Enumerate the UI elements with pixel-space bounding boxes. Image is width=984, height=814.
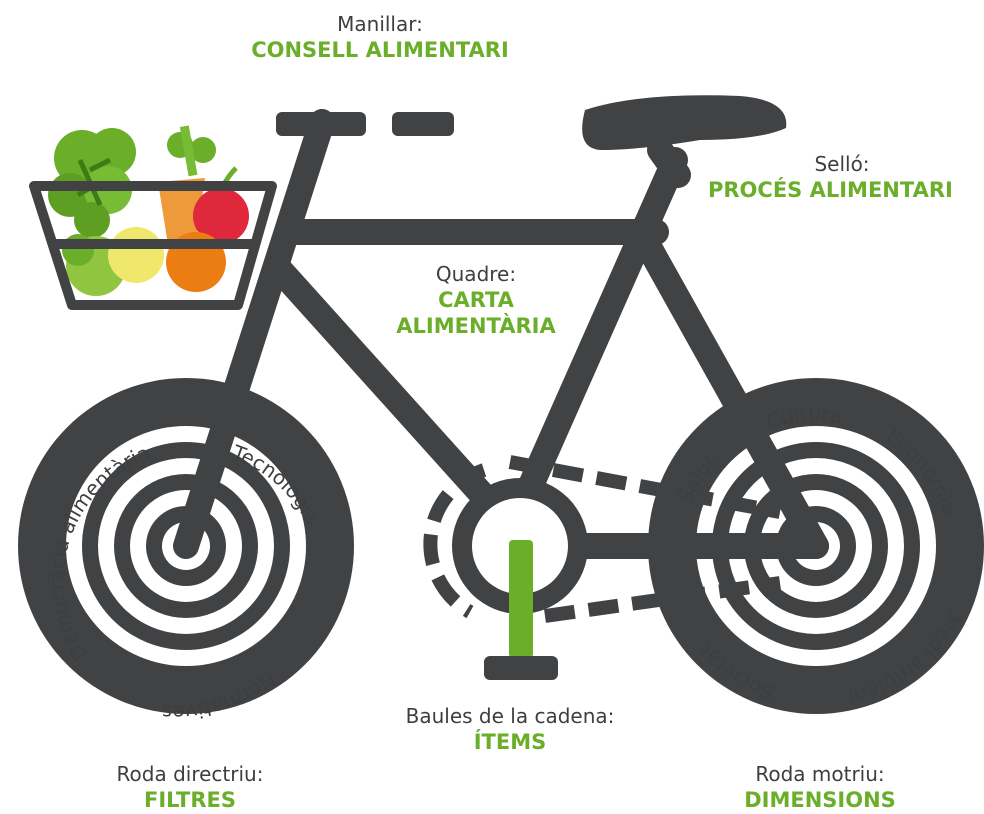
label-roda-motriu-caption: Roda motriu: bbox=[755, 762, 885, 786]
label-baules-value: ÍTEMS bbox=[473, 730, 547, 754]
label-roda-motriu: Roda motriu: DIMENSIONS bbox=[700, 762, 940, 813]
chain bbox=[423, 455, 782, 623]
basket bbox=[29, 181, 277, 310]
label-quadre-value-line1: CARTA bbox=[438, 288, 514, 312]
carrot-icon bbox=[158, 125, 216, 245]
label-roda-directriu: Roda directriu: FILTRES bbox=[70, 762, 310, 813]
label-baules-caption: Baules de la cadena: bbox=[405, 704, 615, 728]
vegetable-basket-icon bbox=[48, 125, 249, 296]
label-sello-caption: Selló: bbox=[814, 152, 870, 176]
label-manillar-value: CONSELL ALIMENTARI bbox=[251, 38, 509, 62]
label-manillar: Manillar: CONSELL ALIMENTARI bbox=[200, 12, 560, 63]
label-manillar-caption: Manillar: bbox=[337, 12, 423, 36]
label-quadre: Quadre: CARTA ALIMENTÀRIA bbox=[376, 262, 576, 340]
seat bbox=[582, 95, 787, 150]
label-roda-directriu-value: FILTRES bbox=[143, 788, 237, 812]
label-baules: Baules de la cadena: ÍTEMS bbox=[360, 704, 660, 755]
pedal-crank bbox=[509, 540, 533, 658]
label-roda-motriu-value: DIMENSIONS bbox=[744, 788, 896, 812]
pedal-icon bbox=[484, 656, 558, 680]
label-roda-directriu-caption: Roda directriu: bbox=[116, 762, 264, 786]
label-sello: Selló: PROCÉS ALIMENTARI bbox=[700, 152, 984, 203]
apple-icon bbox=[193, 188, 249, 244]
label-quadre-value-line2: ALIMENTÀRIA bbox=[396, 314, 556, 339]
label-quadre-caption: Quadre: bbox=[435, 262, 517, 286]
label-sello-value: PROCÉS ALIMENTARI bbox=[708, 178, 953, 202]
handlebar bbox=[276, 112, 454, 136]
lemon-icon bbox=[108, 227, 164, 283]
